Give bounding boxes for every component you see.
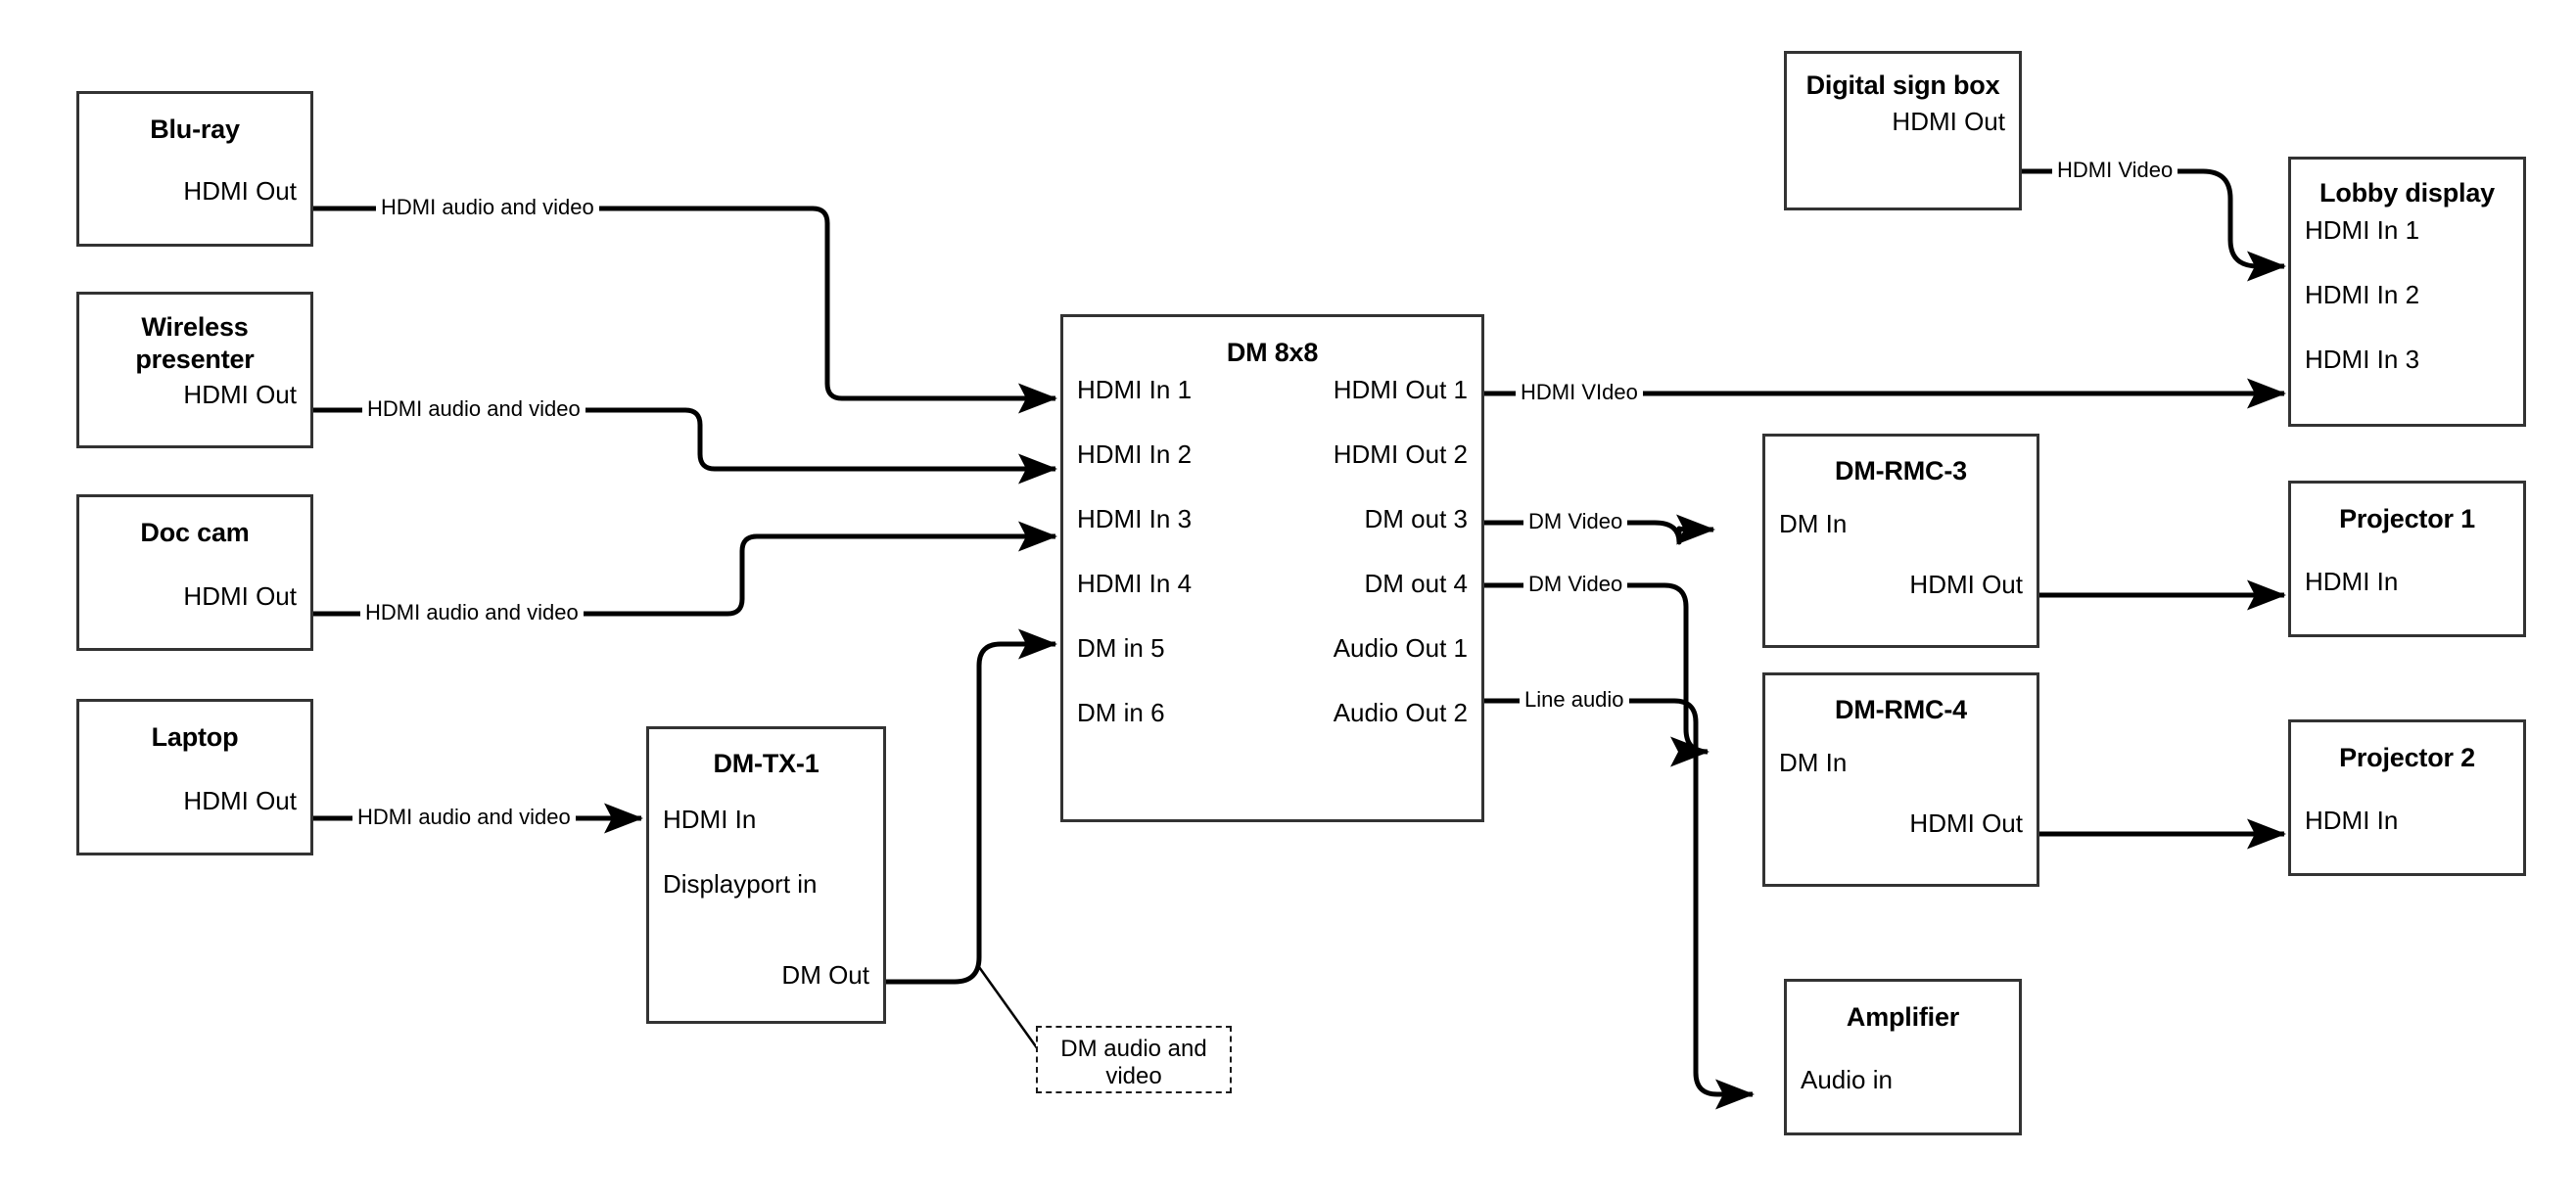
wire-dmout4-to-rmc4 xyxy=(1484,582,1710,767)
node-dm-rmc-3-title: DM-RMC-3 xyxy=(1835,456,1967,485)
node-dm-rmc-4-port-hdmi-out: HDMI Out xyxy=(1909,808,2023,838)
wire-label-doccam: HDMI audio and video xyxy=(360,601,584,624)
node-dm-tx-1-port-hdmi-in: HDMI In xyxy=(663,805,757,834)
node-lobby-display-port-hdmi-in-1: HDMI In 1 xyxy=(2305,215,2420,245)
node-lobby-display-title: Lobby display xyxy=(2319,178,2495,208)
wire-label-bluray: HDMI audio and video xyxy=(376,196,599,219)
node-dm-rmc-4[interactable]: DM-RMC-4 DM In HDMI Out xyxy=(1762,672,2039,887)
node-dm-tx-1-port-displayport-in: Displayport in xyxy=(663,869,818,899)
wire-label-sign-to-lobby: HDMI Video xyxy=(2052,159,2178,182)
wire-label-laptop: HDMI audio and video xyxy=(352,806,576,829)
node-bluray-port-hdmi-out: HDMI Out xyxy=(183,176,297,206)
wire-label-audioout1: Line audio xyxy=(1520,688,1629,712)
node-dm-8x8-input-dm-in-5: DM in 5 xyxy=(1077,633,1165,663)
node-projector-2[interactable]: Projector 2 HDMI In xyxy=(2288,719,2526,876)
node-dm-tx-1-port-dm-out: DM Out xyxy=(781,960,869,990)
callout-dm-audio-and-video-text: DM audio and video xyxy=(1060,1036,1207,1089)
wire-label-hdmiout1: HDMI VIdeo xyxy=(1516,381,1643,404)
node-dm-8x8-input-hdmi-in-4: HDMI In 4 xyxy=(1077,569,1193,598)
node-dm-rmc-4-port-dm-in: DM In xyxy=(1779,748,1848,777)
node-dm-8x8-input-hdmi-in-1: HDMI In 1 xyxy=(1077,375,1193,404)
wire-audioout1-to-amplifier xyxy=(1484,698,1756,1110)
node-doc-cam-port-hdmi-out: HDMI Out xyxy=(183,581,297,611)
node-bluray-title: Blu-ray xyxy=(150,115,240,144)
node-dm-rmc-4-title: DM-RMC-4 xyxy=(1835,695,1967,724)
node-laptop[interactable]: Laptop HDMI Out xyxy=(76,699,313,855)
node-dm-8x8-output-audio-out-1: Audio Out 1 xyxy=(1333,633,1468,663)
node-projector-2-port-hdmi-in: HDMI In xyxy=(2305,806,2399,835)
node-dm-8x8-input-hdmi-in-2: HDMI In 2 xyxy=(1077,439,1193,469)
node-wireless-presenter-title: Wireless presenter xyxy=(135,312,255,374)
node-amplifier[interactable]: Amplifier Audio in xyxy=(1784,979,2022,1135)
node-dm-rmc-3-port-hdmi-out: HDMI Out xyxy=(1909,570,2023,599)
node-wireless-presenter[interactable]: Wireless presenter HDMI Out xyxy=(76,292,313,448)
wire-label-dmout4: DM Video xyxy=(1523,573,1628,596)
node-digital-sign-box[interactable]: Digital sign box HDMI Out xyxy=(1784,51,2022,210)
node-projector-1-title: Projector 1 xyxy=(2339,504,2475,533)
callout-leader-line xyxy=(977,966,1040,1050)
node-laptop-title: Laptop xyxy=(151,722,239,752)
node-wireless-presenter-port-hdmi-out: HDMI Out xyxy=(183,380,297,409)
wire-sign-to-lobby xyxy=(2021,168,2287,282)
callout-dm-audio-and-video: DM audio and video xyxy=(1036,1026,1232,1093)
wire-bluray-to-dm8x8 xyxy=(313,206,1058,414)
node-digital-sign-box-port-hdmi-out: HDMI Out xyxy=(1892,107,2005,136)
node-dm-8x8-output-hdmi-out-1: HDMI Out 1 xyxy=(1333,375,1468,404)
node-amplifier-title: Amplifier xyxy=(1846,1002,1960,1032)
wire-dmtx1-to-dm8x8 xyxy=(886,628,1058,985)
node-dm-8x8-output-hdmi-out-2: HDMI Out 2 xyxy=(1333,439,1468,469)
node-dm-rmc-3-port-dm-in: DM In xyxy=(1779,509,1848,538)
node-lobby-display[interactable]: Lobby display HDMI In 1 HDMI In 2 HDMI I… xyxy=(2288,157,2526,427)
node-bluray[interactable]: Blu-ray HDMI Out xyxy=(76,91,313,247)
node-doc-cam-title: Doc cam xyxy=(140,518,250,547)
node-dm-rmc-3[interactable]: DM-RMC-3 DM In HDMI Out xyxy=(1762,434,2039,648)
node-lobby-display-port-hdmi-in-2: HDMI In 2 xyxy=(2305,280,2420,309)
node-projector-2-title: Projector 2 xyxy=(2339,743,2475,772)
node-dm-8x8-output-dm-out-4: DM out 4 xyxy=(1364,569,1469,598)
node-digital-sign-box-title: Digital sign box xyxy=(1805,70,2000,100)
node-dm-8x8-output-audio-out-2: Audio Out 2 xyxy=(1333,698,1468,727)
node-dm-8x8-title: DM 8x8 xyxy=(1226,338,1319,367)
node-dm-tx-1[interactable]: DM-TX-1 HDMI In Displayport in DM Out xyxy=(646,726,886,1024)
wire-label-wireless: HDMI audio and video xyxy=(362,397,585,421)
node-dm-8x8-output-dm-out-3: DM out 3 xyxy=(1364,504,1469,533)
node-amplifier-port-audio-in: Audio in xyxy=(1801,1065,1893,1094)
node-projector-1-port-hdmi-in: HDMI In xyxy=(2305,567,2399,596)
node-lobby-display-port-hdmi-in-3: HDMI In 3 xyxy=(2305,345,2420,374)
node-dm-8x8-input-hdmi-in-3: HDMI In 3 xyxy=(1077,504,1193,533)
wire-label-dmout3: DM Video xyxy=(1523,510,1628,533)
node-doc-cam[interactable]: Doc cam HDMI Out xyxy=(76,494,313,651)
node-laptop-port-hdmi-out: HDMI Out xyxy=(183,786,297,815)
node-dm-tx-1-title: DM-TX-1 xyxy=(713,749,820,778)
node-dm-8x8-input-dm-in-6: DM in 6 xyxy=(1077,698,1165,727)
node-projector-1[interactable]: Projector 1 HDMI In xyxy=(2288,481,2526,637)
node-dm-8x8[interactable]: DM 8x8 HDMI In 1 HDMI In 2 HDMI In 3 HDM… xyxy=(1060,314,1484,822)
